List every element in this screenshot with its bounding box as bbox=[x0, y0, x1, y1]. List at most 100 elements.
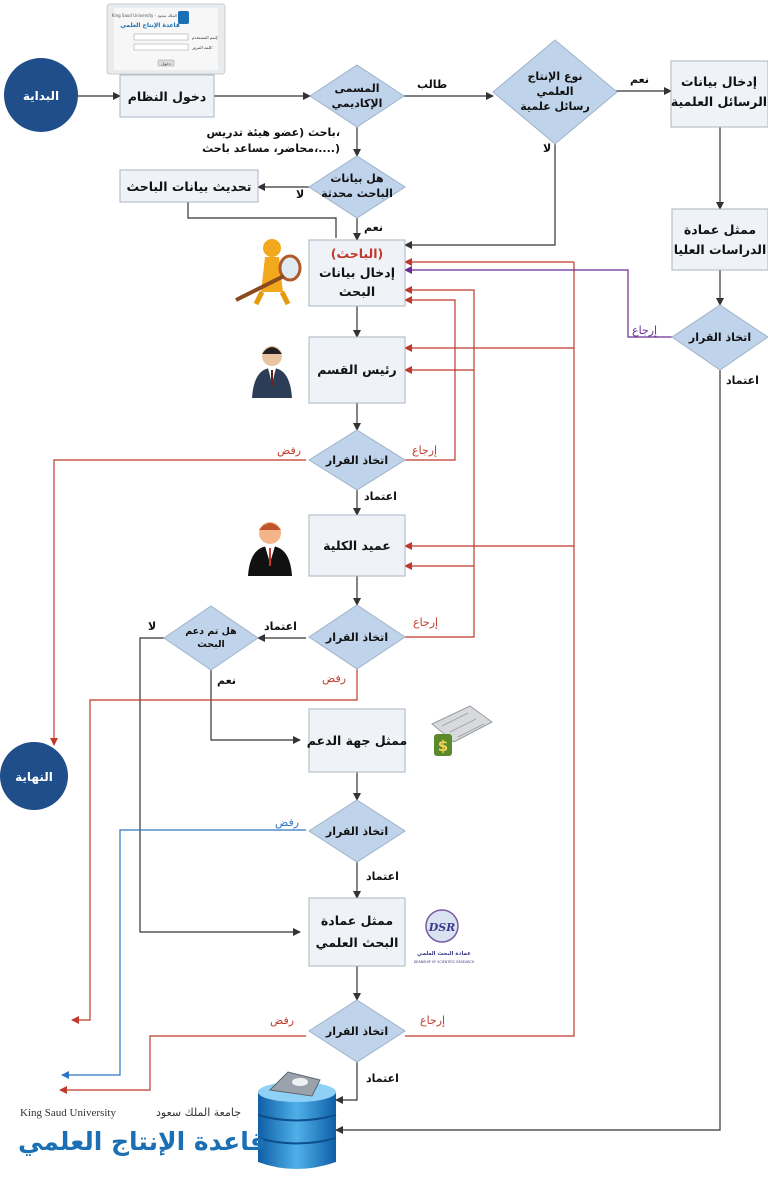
start-node: البداية bbox=[4, 58, 78, 132]
dsr-arabic: عمادة البحث العلمي bbox=[417, 951, 471, 957]
dept-head-label: رئيس القسم bbox=[317, 362, 397, 377]
edge-approve-dean: اعتماد bbox=[264, 620, 297, 633]
funded-line2: البحث bbox=[197, 639, 225, 650]
production-type-line1: نوع الإنتاج bbox=[527, 70, 582, 84]
black-connectors bbox=[78, 87, 724, 1134]
grad-studies-rep-box: ممثل عمادة الدراسات العليا bbox=[671, 208, 768, 271]
edge-no-updated: لا bbox=[296, 188, 304, 201]
dean-decision-diamond: اتخاذ القرار bbox=[308, 604, 406, 670]
dsr-english: DEANSHIP OF SCIENTIFIC RESEARCH bbox=[414, 960, 475, 964]
footer-university-en: King Saud University bbox=[20, 1107, 116, 1119]
end-node: النهاية bbox=[0, 742, 68, 810]
edge-reject-dept: رفض bbox=[277, 444, 301, 457]
thesis-entry-box: إدخال بيانات الرسائل العلمية bbox=[670, 60, 768, 128]
login-card-university: King Saud University · جامعة الملك سعود bbox=[112, 13, 189, 18]
update-researcher-box: تحديث بيانات الباحث bbox=[119, 169, 259, 203]
dean-label: عميد الكلية bbox=[323, 538, 391, 553]
start-label: البداية bbox=[23, 89, 59, 103]
footer-title: قاعدة الإنتاج العلمي bbox=[18, 1127, 266, 1157]
dept-decision-label: اتخاذ القرار bbox=[325, 454, 388, 467]
login-card-title: قاعدة الإنتاج العلمي bbox=[120, 22, 180, 29]
grad-rep-line1: ممثل عمادة bbox=[684, 222, 756, 237]
thesis-entry-line1: إدخال بيانات bbox=[681, 74, 757, 89]
final-decision-diamond: اتخاذ القرار bbox=[308, 999, 406, 1063]
edge-yes-funded: نعم bbox=[217, 674, 236, 687]
thesis-entry-line2: الرسائل العلمية bbox=[671, 94, 767, 109]
researcher-updated-diamond: هل بيانات الباحث محدثة bbox=[308, 155, 406, 219]
dept-head-avatar-icon bbox=[252, 346, 292, 398]
edge-approve-grad: اعتماد bbox=[726, 374, 759, 387]
edge-researcher-note-1: باحث (عضو هيئة تدريس، bbox=[206, 126, 340, 139]
research-entry-box: (الباحث) إدخال بيانات البحث bbox=[308, 239, 406, 307]
edge-labels: طالب نعم لا باحث (عضو هيئة تدريس، محاضر،… bbox=[148, 73, 759, 1085]
login-box: دخول النظام bbox=[119, 74, 215, 118]
edge-student: طالب bbox=[417, 78, 447, 91]
return-reject-connectors bbox=[50, 258, 672, 1094]
login-card-user-field bbox=[133, 33, 189, 41]
dean-box: عميد الكلية bbox=[308, 514, 406, 577]
login-label: دخول النظام bbox=[128, 89, 207, 105]
database-icon bbox=[257, 1071, 337, 1169]
edge-no-type: لا bbox=[543, 142, 551, 155]
academic-title-line1: المسمى bbox=[335, 82, 380, 95]
edge-yes-updated: نعم bbox=[364, 221, 383, 234]
dept-decision-diamond: اتخاذ القرار bbox=[308, 429, 406, 491]
edge-reject-dean: رفض bbox=[322, 672, 346, 685]
dsr-badge-logo: DSR عمادة البحث العلمي DEANSHIP OF SCIEN… bbox=[414, 909, 475, 964]
footer-university-ar: جامعة الملك سعود bbox=[156, 1106, 241, 1119]
edge-return-final: إرجاع bbox=[420, 1014, 445, 1027]
research-entry-line1: إدخال بيانات bbox=[319, 265, 395, 280]
edge-no-funded: لا bbox=[148, 620, 156, 633]
academic-title-line2: الإكاديمي bbox=[332, 97, 383, 110]
funded-line1: هل تم دعم bbox=[185, 626, 237, 637]
edge-yes-thesis: نعم bbox=[630, 73, 649, 86]
edge-return-grad: إرجاع bbox=[632, 324, 657, 337]
research-deanship-rep-box: ممثل عمادة البحث العلمي bbox=[308, 897, 406, 967]
funding-decision-diamond: اتخاذ القرار bbox=[308, 799, 406, 863]
academic-title-diamond: المسمى الإكاديمي bbox=[309, 64, 405, 128]
svg-text:$: $ bbox=[438, 737, 448, 755]
login-card-button-label: دخول bbox=[161, 61, 170, 66]
final-decision-label: اتخاذ القرار bbox=[325, 1025, 388, 1038]
production-type-line3: رسائل علمية bbox=[520, 100, 590, 113]
funding-puzzle-dollar-icon: $ bbox=[431, 705, 493, 756]
production-type-diamond: نوع الإنتاج العلمي رسائل علمية bbox=[492, 39, 618, 145]
grad-rep-line2: الدراسات العليا bbox=[674, 242, 767, 257]
login-card-button bbox=[157, 59, 175, 67]
updated-line2: الباحث محدثة bbox=[321, 187, 393, 200]
production-type-line2: العلمي bbox=[536, 85, 573, 98]
funding-decision-label: اتخاذ القرار bbox=[325, 825, 388, 838]
edge-approve-dept: اعتماد bbox=[364, 490, 397, 503]
funding-rep-box: ممثل جهة الدعم bbox=[307, 708, 407, 773]
researcher-tag: (الباحث) bbox=[331, 246, 383, 261]
footer-branding: King Saud University جامعة الملك سعود قا… bbox=[18, 1106, 266, 1157]
dean-decision-label: اتخاذ القرار bbox=[325, 631, 388, 644]
grad-decision-diamond: اتخاذ القرار bbox=[671, 304, 768, 371]
researcher-magnifier-icon bbox=[235, 239, 302, 306]
update-researcher-label: تحديث بيانات الباحث bbox=[126, 179, 251, 194]
end-label: النهاية bbox=[15, 770, 53, 784]
login-card-pass-label: كلمة المرور: bbox=[191, 45, 213, 50]
login-card-user-label: إسم المستخدم: bbox=[192, 35, 218, 41]
funded-diamond: هل تم دعم البحث bbox=[163, 605, 259, 671]
funding-rep-label: ممثل جهة الدعم bbox=[307, 733, 407, 748]
research-deanship-line2: البحث العلمي bbox=[316, 935, 399, 950]
dsr-letters: DSR bbox=[428, 921, 456, 934]
research-deanship-line1: ممثل عمادة bbox=[321, 913, 393, 928]
edge-return-dean: إرجاع bbox=[413, 616, 438, 629]
updated-line1: هل بيانات bbox=[330, 172, 383, 185]
edge-approve-funding: اعتماد bbox=[366, 870, 399, 883]
edge-approve-final: اعتماد bbox=[366, 1072, 399, 1085]
dean-avatar-icon bbox=[248, 522, 292, 576]
shield-icon bbox=[178, 11, 189, 24]
research-entry-line2: البحث bbox=[339, 284, 375, 299]
edge-reject-funding: رفض bbox=[275, 816, 299, 829]
edge-return-dept: إرجاع bbox=[412, 444, 437, 457]
grad-decision-label: اتخاذ القرار bbox=[688, 331, 751, 344]
dept-head-box: رئيس القسم bbox=[308, 336, 406, 404]
edge-reject-final: رفض bbox=[270, 1014, 294, 1027]
login-card-pass-field bbox=[133, 43, 189, 51]
edge-researcher-note-2: محاضر، مساعد باحث،....) bbox=[202, 142, 340, 155]
login-screen-thumbnail: King Saud University · جامعة الملك سعود … bbox=[106, 3, 226, 75]
